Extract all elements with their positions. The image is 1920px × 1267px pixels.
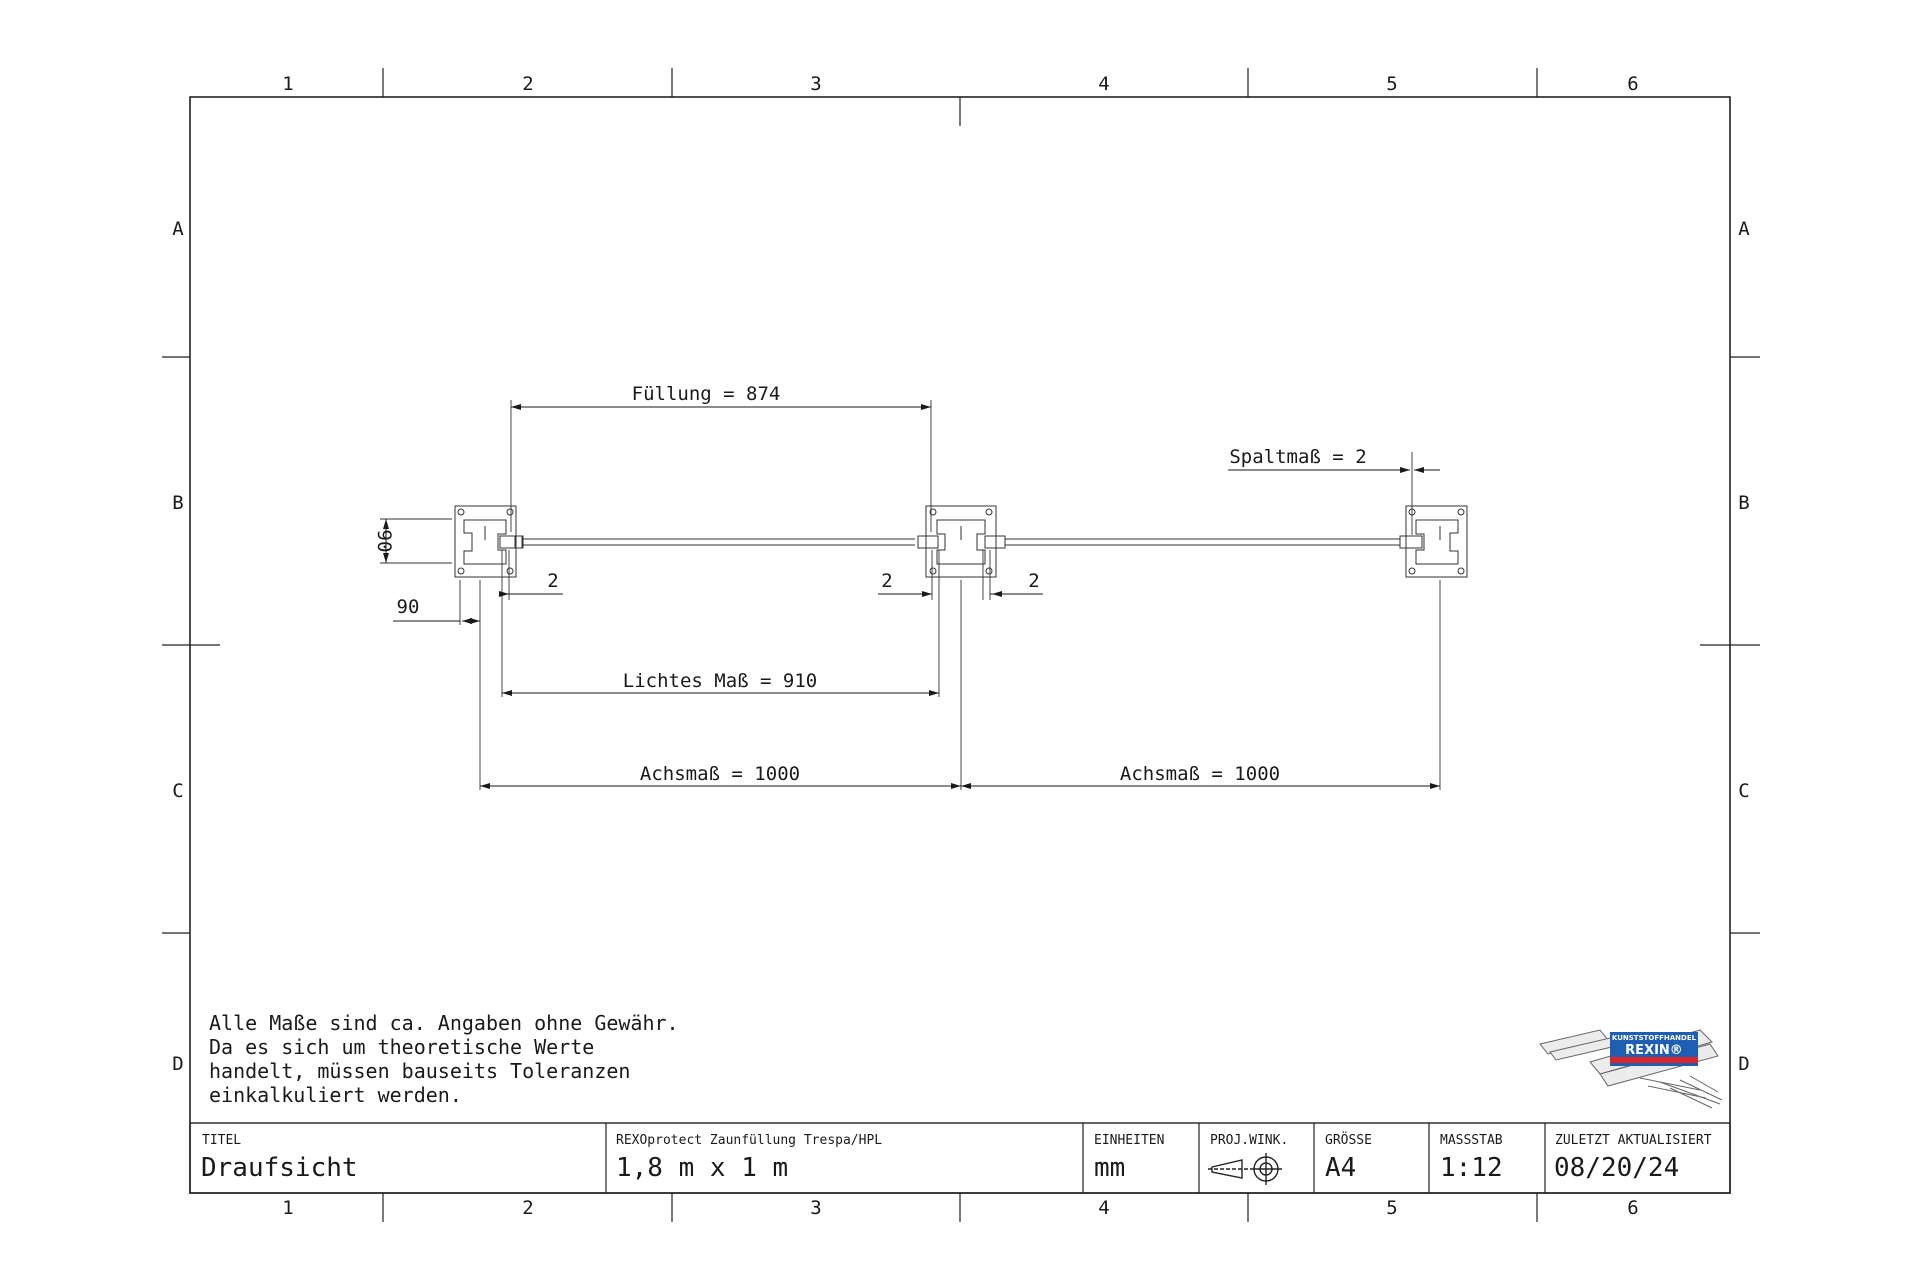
groesse-label: GRÖSSE — [1325, 1131, 1372, 1148]
proj-wink-label: PROJ.WINK. — [1210, 1133, 1288, 1148]
dimension-gap-mid-right: 2 — [1028, 570, 1039, 592]
note-line-4: einkalkuliert werden. — [209, 1083, 462, 1107]
zone-col-4: 4 — [1098, 1197, 1109, 1219]
post-left — [454, 505, 524, 578]
row-labels: A B C D A B C D — [172, 218, 1750, 1075]
post-right — [1399, 505, 1468, 578]
titel-label: TITEL — [202, 1133, 241, 1148]
aktualisiert-value: 08/20/24 — [1554, 1153, 1679, 1183]
note-line-3: handelt, müssen bauseits Toleranzen — [209, 1059, 630, 1083]
disclaimer-note: Alle Maße sind ca. Angaben ohne Gewähr. … — [209, 1011, 679, 1107]
column-labels-bottom: 1 2 3 4 5 6 — [282, 1197, 1638, 1219]
zone-row-c: C — [1738, 780, 1749, 802]
logo-line-2: REXIN® — [1625, 1043, 1683, 1058]
titel-value: Draufsicht — [201, 1153, 358, 1183]
zone-col-5: 5 — [1386, 1197, 1397, 1219]
logo-line-1: KUNSTSTOFFHANDEL — [1612, 1034, 1697, 1042]
dimension-post-width: 90 — [397, 596, 420, 618]
title-block: TITEL Draufsicht REXOprotect Zaunfüllung… — [189, 1122, 1731, 1194]
einheiten-value: mm — [1094, 1153, 1125, 1183]
first-angle-projection-icon — [1208, 1153, 1282, 1185]
aktualisiert-label: ZULETZT AKTUALISIERT — [1555, 1133, 1712, 1148]
zone-ticks — [162, 68, 1760, 1222]
zone-col-1: 1 — [282, 73, 293, 95]
zone-row-a: A — [1738, 218, 1750, 240]
dimension-lines — [383, 404, 1440, 789]
post-middle — [917, 505, 1006, 578]
dimension-spaltmass: Spaltmaß = 2 — [1229, 446, 1366, 468]
zone-row-b: B — [1738, 492, 1749, 514]
dimension-gap-mid-left: 2 — [881, 570, 892, 592]
einheiten-label: EINHEITEN — [1094, 1133, 1164, 1148]
massstab-value: 1:12 — [1440, 1153, 1503, 1183]
dimension-lichtes-mass: Lichtes Maß = 910 — [623, 670, 817, 692]
zone-col-6: 6 — [1627, 1197, 1638, 1219]
extension-lines — [380, 400, 1441, 790]
zone-row-d: D — [1738, 1053, 1749, 1075]
zone-row-c: C — [172, 780, 183, 802]
dimension-gap-left: 2 — [547, 570, 558, 592]
dimension-post-height: 90 — [373, 530, 395, 553]
product-value: 1,8 m x 1 m — [616, 1153, 788, 1183]
zone-col-5: 5 — [1386, 73, 1397, 95]
dimension-achsmass-left: Achsmaß = 1000 — [640, 763, 800, 785]
zone-row-d: D — [172, 1053, 183, 1075]
zone-col-6: 6 — [1627, 73, 1638, 95]
note-line-1: Alle Maße sind ca. Angaben ohne Gewähr. — [209, 1011, 679, 1035]
zone-col-1: 1 — [282, 1197, 293, 1219]
rexin-logo: KUNSTSTOFFHANDEL REXIN® — [1539, 1029, 1723, 1109]
product-label: REXOprotect Zaunfüllung Trespa/HPL — [616, 1133, 882, 1148]
massstab-label: MASSSTAB — [1440, 1133, 1503, 1148]
zone-col-2: 2 — [522, 1197, 533, 1219]
zone-col-2: 2 — [522, 73, 533, 95]
zone-row-a: A — [172, 218, 184, 240]
zone-row-b: B — [172, 492, 183, 514]
infill-panels — [523, 538, 1400, 546]
zone-col-4: 4 — [1098, 73, 1109, 95]
dimension-achsmass-right: Achsmaß = 1000 — [1120, 763, 1280, 785]
zone-col-3: 3 — [810, 1197, 821, 1219]
zone-col-3: 3 — [810, 73, 821, 95]
groesse-value: A4 — [1325, 1153, 1356, 1183]
note-line-2: Da es sich um theoretische Werte — [209, 1035, 594, 1059]
column-labels-top: 1 2 3 4 5 6 — [282, 73, 1638, 95]
dimension-fuellung: Füllung = 874 — [632, 383, 781, 405]
